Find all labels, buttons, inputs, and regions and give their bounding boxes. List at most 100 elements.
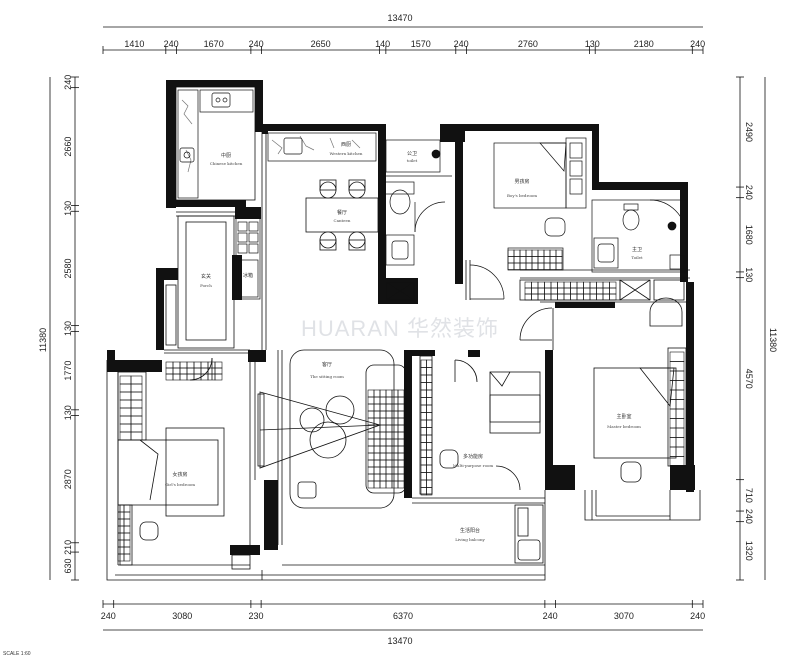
- wardrobe-panel: [420, 457, 427, 466]
- floor-tile: [519, 256, 527, 264]
- floor-tile: [589, 287, 597, 295]
- floor-tile: [609, 287, 617, 295]
- sofa-cushion: [391, 389, 399, 398]
- dimension-label: 1410: [124, 39, 144, 49]
- sofa-cushion: [373, 445, 381, 454]
- floor-tile: [123, 518, 131, 527]
- sofa-cushion: [397, 480, 405, 489]
- sofa-cushion: [373, 466, 381, 475]
- sofa-cushion: [391, 417, 399, 426]
- wardrobe-panel: [119, 407, 132, 417]
- floor-tile: [531, 262, 539, 270]
- wardrobe-panel: [669, 427, 685, 438]
- floor-tile: [544, 281, 552, 289]
- floor-tile: [193, 367, 202, 375]
- wardrobe-panel: [669, 399, 685, 410]
- dimension-label: 240: [454, 39, 469, 49]
- wardrobe-panel: [130, 423, 143, 433]
- dimension-label: 2870: [63, 469, 73, 489]
- boys-bedroom-furniture: [469, 137, 587, 300]
- floor-tile: [200, 361, 209, 369]
- floor-tile: [117, 525, 125, 534]
- wardrobe-panel: [426, 427, 433, 436]
- sofa-cushion: [367, 466, 375, 475]
- sofa-cushion: [385, 459, 393, 468]
- sofa-cushion: [373, 438, 381, 447]
- sofa-cushion: [391, 431, 399, 440]
- sofa-cushion: [385, 417, 393, 426]
- wardrobe-panel: [669, 351, 685, 362]
- floor-tile: [513, 256, 521, 264]
- floor-tile: [117, 546, 125, 555]
- wardrobe-panel: [426, 464, 433, 473]
- floor-tile: [537, 281, 545, 289]
- floor-tile: [544, 287, 552, 295]
- dimension-label: 130: [63, 405, 73, 420]
- dimension-label: 4570: [744, 369, 754, 389]
- wardrobe-panel: [420, 449, 427, 458]
- room-label-toilet-b: 主卫: [632, 246, 642, 253]
- floor-tile: [193, 361, 202, 369]
- room-labels: 中厨 Chinese kitchen 西厨 Western kitchen 餐厅…: [165, 142, 643, 542]
- floor-tile: [172, 373, 181, 381]
- sofa-cushion: [373, 403, 381, 412]
- room-label-porch: 玄关: [201, 273, 211, 280]
- floor-tile: [186, 361, 195, 369]
- dimension-label: 240: [690, 39, 705, 49]
- floor-tile: [207, 373, 216, 381]
- floor-tile: [555, 256, 563, 264]
- sofa-cushion: [379, 410, 387, 419]
- room-label-multi-purpose: 多功能房: [463, 453, 483, 460]
- sofa-cushion: [391, 473, 399, 482]
- sofa-cushion: [385, 431, 393, 440]
- floor-tile: [117, 511, 125, 520]
- floor-tile: [550, 281, 558, 289]
- sofa-cushion: [379, 438, 387, 447]
- room-label-kitchen-en: Chinese kitchen: [210, 161, 243, 166]
- dimension-label: 3070: [614, 611, 634, 621]
- floor-tile: [602, 287, 610, 295]
- watermark: HUARAN 华然装饰: [301, 316, 499, 341]
- wardrobe-panel: [420, 389, 427, 398]
- room-label-western-kitchen-en: Western kitchen: [329, 151, 362, 156]
- sofa-cushion: [397, 403, 405, 412]
- floor-tile: [543, 249, 551, 257]
- dining-table: [305, 179, 379, 251]
- sofa-cushion: [397, 473, 405, 482]
- western-kitchen-counter: [267, 132, 377, 162]
- floor-tile: [200, 367, 209, 375]
- wardrobe-panel: [426, 442, 433, 451]
- floor-tile: [214, 367, 223, 375]
- dimension-label: 6370: [393, 611, 413, 621]
- floor-tile: [117, 532, 125, 541]
- dimension-label: 630: [63, 558, 73, 573]
- wardrobe-panel: [420, 374, 427, 383]
- wardrobe-panel: [130, 407, 143, 417]
- dimension-label: 2660: [63, 137, 73, 157]
- sofa-cushion: [367, 452, 375, 461]
- wardrobe-panel: [420, 472, 427, 481]
- floor-tile: [117, 539, 125, 548]
- floor-tile: [557, 293, 565, 301]
- room-label-girls-bedroom-en: Girl's bedroom: [165, 482, 195, 487]
- floor-tile: [123, 525, 131, 534]
- wardrobe-panel: [426, 359, 433, 368]
- sofa-cushion: [367, 389, 375, 398]
- outer-outline: [106, 360, 701, 581]
- sofa-cushion: [379, 480, 387, 489]
- floor-tile: [525, 262, 533, 270]
- floor-tile: [214, 373, 223, 381]
- wardrobe-panel: [420, 479, 427, 488]
- wardrobe-panel: [426, 449, 433, 458]
- sofa-cushion: [397, 438, 405, 447]
- floor-tile: [524, 281, 532, 289]
- sofa-cushion: [391, 396, 399, 405]
- wardrobe-panel: [669, 389, 685, 400]
- top-total-dimension: 13470: [387, 13, 412, 23]
- wardrobe-panel: [426, 457, 433, 466]
- sofa-cushion: [367, 445, 375, 454]
- floor-tile: [117, 518, 125, 527]
- left-total-dimension: 11380: [38, 328, 48, 352]
- floor-tile: [179, 367, 188, 375]
